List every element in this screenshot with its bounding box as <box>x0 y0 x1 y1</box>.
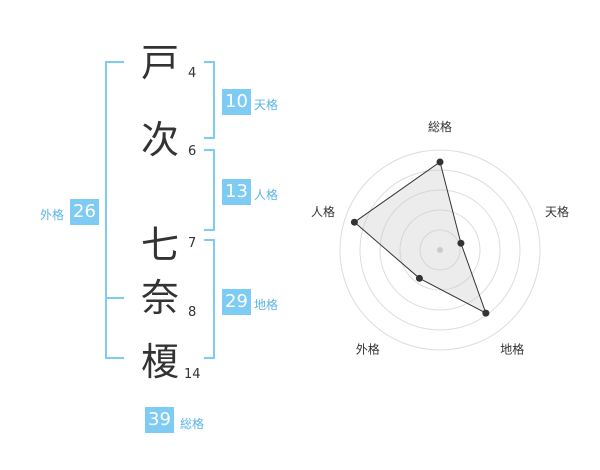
radar-point-3 <box>482 309 490 317</box>
stroke-count-3: 7 <box>188 236 197 251</box>
name-char-3: 七 <box>140 223 179 267</box>
radar-axis-label-4: 外格 <box>356 342 380 357</box>
radar-point-5 <box>350 218 358 226</box>
soukaku-label: 総格 <box>180 417 205 431</box>
stroke-count-4: 8 <box>188 305 197 320</box>
jinkaku-badge: 13 <box>222 179 251 205</box>
radar-polygon <box>353 161 487 315</box>
jinkaku-bracket <box>204 149 215 231</box>
name-char-5: 榎 <box>140 340 179 384</box>
jinkaku-label: 人格 <box>254 188 279 202</box>
radar-point-1 <box>436 158 444 166</box>
tenkaku-bracket <box>204 61 215 139</box>
radar-axis-label-2: 天格 <box>545 204 569 219</box>
soukaku-badge: 39 <box>145 407 174 433</box>
radar-ring-3 <box>379 189 501 311</box>
tenkaku-badge: 10 <box>222 89 251 115</box>
radar-ring-5 <box>339 149 541 351</box>
name-char-4: 奈 <box>140 276 179 320</box>
name-char-2: 次 <box>140 118 179 162</box>
stroke-count-2: 6 <box>188 144 197 159</box>
radar-point-4 <box>415 274 423 282</box>
radar-axis-label-5: 人格 <box>311 204 335 219</box>
radar-point-2 <box>457 239 465 247</box>
chikaku-bracket <box>204 239 215 359</box>
gaikaku-badge: 26 <box>70 199 99 225</box>
tenkaku-label: 天格 <box>254 98 279 112</box>
chikaku-label: 地格 <box>254 298 279 312</box>
stroke-count-5: 14 <box>184 367 201 382</box>
radar-center <box>437 247 443 253</box>
gaikaku-label: 外格 <box>40 208 65 222</box>
radar-ring-2 <box>399 209 481 291</box>
outer-bracket <box>105 61 124 359</box>
radar-ring-4 <box>359 169 521 331</box>
radar-ring-1 <box>419 229 461 271</box>
name-char-1: 戸 <box>140 41 179 85</box>
stroke-count-1: 4 <box>188 66 197 81</box>
radar-axis-label-3: 地格 <box>500 342 524 357</box>
radar-axis-label-1: 総格 <box>428 119 452 134</box>
chikaku-badge: 29 <box>222 289 251 315</box>
